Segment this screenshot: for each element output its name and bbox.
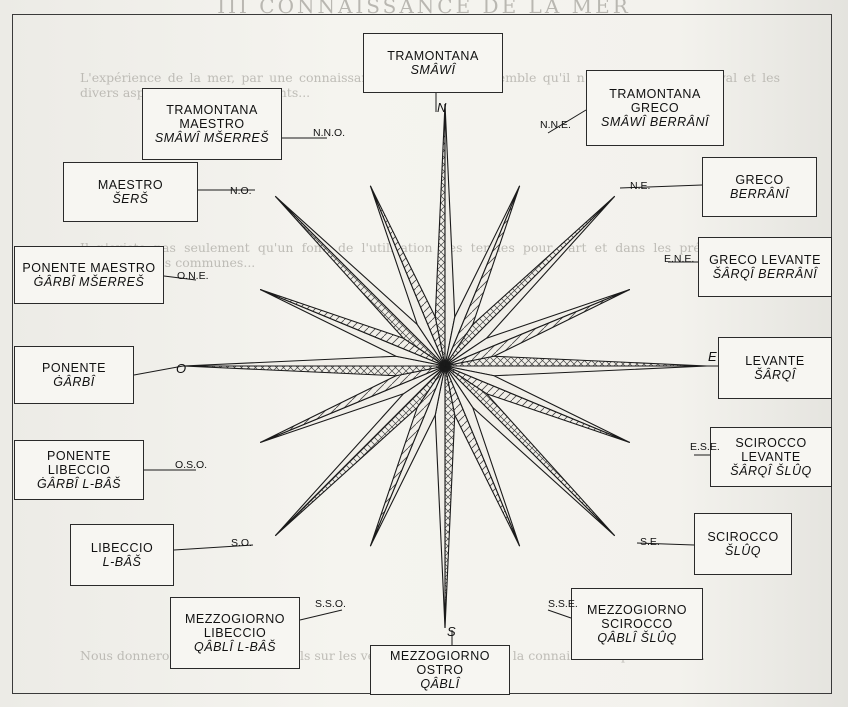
wind-box-ponente-maestro: PONENTE MAESTRO ĠÂRBÎ MŠERREŠ — [14, 246, 164, 304]
wind-arabic-name: SMÂWÎ BERRÂNÎ — [601, 114, 709, 129]
direction-label: N.N.E. — [540, 119, 571, 131]
leader-line — [173, 544, 254, 551]
wind-box-greco-levante: GRECO LEVANTE ŠÂRQÎ BERRÂNÎ — [698, 237, 832, 297]
direction-label: O.N.E. — [177, 270, 209, 282]
wind-italian-name: MEZZOGIORNO OSTRO — [390, 648, 490, 677]
wind-arabic-name: ŠÂRQÎ BERRÂNÎ — [712, 266, 818, 281]
leader-line — [547, 109, 587, 134]
star-ray-half — [444, 195, 616, 367]
direction-label: E.N.E. — [664, 253, 695, 265]
wind-arabic-name: ŠÂRQÎ — [754, 367, 796, 382]
wind-italian-name: LIBECCIO — [90, 540, 154, 555]
wind-box-ponente-libeccio: PONENTE LIBECCIO ĠÂRBÎ L-BÂŠ — [14, 440, 144, 500]
leader-line — [133, 365, 184, 376]
direction-label: S.O. — [231, 537, 253, 549]
wind-box-scirocco: SCIROCCO ŠLÛQ — [694, 513, 792, 575]
wind-arabic-name: BERRÂNÎ — [729, 186, 790, 201]
compass-star — [182, 103, 708, 629]
leader-lines — [133, 93, 718, 645]
wind-arabic-name: QÂBLÎ ŠLÛQ — [597, 630, 677, 645]
wind-italian-name: TRAMONTANA — [387, 48, 479, 63]
leader-line — [619, 184, 703, 189]
wind-box-maestro: MAESTRO ŠERŠ — [63, 162, 198, 222]
direction-label: N.E. — [630, 180, 651, 192]
direction-label: N.O. — [230, 185, 252, 197]
wind-arabic-name: ŠLÛQ — [724, 543, 762, 558]
south-mark: S — [447, 624, 456, 639]
wind-arabic-name: QÂBLÎ L-BÂŠ — [194, 639, 276, 654]
wind-italian-name: GRECO LEVANTE — [709, 252, 821, 267]
wind-italian-name: PONENTE LIBECCIO — [47, 448, 111, 477]
wind-arabic-name: QÂBLÎ — [420, 676, 460, 691]
wind-box-greco: GRECO BERRÂNÎ — [702, 157, 817, 217]
wind-italian-name: PONENTE MAESTRO — [22, 260, 156, 275]
star-ray-half — [274, 365, 446, 537]
wind-box-libeccio: LIBECCIO L-BÂŠ — [70, 524, 174, 586]
direction-label: N.N.O. — [313, 127, 346, 139]
wind-box-levante: LEVANTE ŠÂRQÎ — [718, 337, 832, 399]
star-ray-half — [182, 365, 446, 377]
star-ray-half — [369, 185, 446, 367]
wind-italian-name: MAESTRO — [97, 177, 164, 192]
wind-italian-name: PONENTE — [42, 360, 106, 375]
star-ray-half — [274, 195, 446, 367]
star-ray-half — [444, 365, 456, 629]
east-mark: E — [708, 349, 717, 364]
star-ray-half — [444, 365, 616, 537]
wind-box-tramontana: TRAMONTANA SMÂWÎ — [363, 33, 503, 93]
star-ray-half — [444, 355, 708, 367]
direction-label: E.S.E. — [690, 441, 720, 453]
direction-label: S.S.E. — [548, 598, 578, 610]
leader-line — [163, 275, 197, 281]
north-mark: N — [437, 100, 447, 115]
wind-italian-name: SCIROCCO — [707, 529, 779, 544]
wind-box-mezzogiorno-ostro: MEZZOGIORNO OSTRO QÂBLÎ — [370, 645, 510, 695]
direction-label: S.S.O. — [315, 598, 346, 610]
wind-italian-name: GRECO — [735, 172, 784, 187]
leader-line — [547, 609, 572, 619]
west-mark: O — [176, 361, 187, 376]
running-head: III CONNAISSANCE DE LA MER — [217, 0, 631, 18]
wind-italian-name: LEVANTE — [745, 353, 805, 368]
wind-italian-name: SCIROCCO LEVANTE — [735, 435, 807, 464]
wind-arabic-name: SMÂWÎ — [410, 62, 456, 77]
wind-box-ponente: PONENTE ĠÂRBÎ — [14, 346, 134, 404]
wind-arabic-name: ĠÂRBÎ — [53, 374, 95, 389]
wind-arabic-name: SMÂWÎ MŠERREŠ — [154, 130, 270, 145]
leader-line — [299, 609, 343, 621]
wind-arabic-name: ĠÂRBÎ L-BÂŠ — [37, 476, 121, 491]
wind-arabic-name: ŠERŠ — [112, 191, 149, 206]
leader-line — [636, 542, 695, 546]
wind-box-scirocco-levante: SCIROCCO LEVANTE ŠÂRQÎ ŠLÛQ — [710, 427, 832, 487]
wind-arabic-name: L-BÂŠ — [102, 554, 142, 569]
wind-arabic-name: ŠÂRQÎ ŠLÛQ — [730, 463, 812, 478]
direction-label: S.E. — [640, 536, 660, 548]
wind-arabic-name: ĠÂRBÎ MŠERREŠ — [33, 274, 145, 289]
direction-label: O.S.O. — [175, 459, 208, 471]
